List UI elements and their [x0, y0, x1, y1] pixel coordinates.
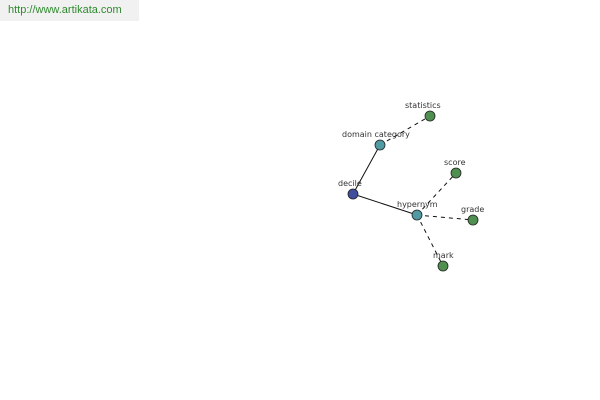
edge-domain-category-statistics: [379, 115, 431, 146]
node-decile[interactable]: [347, 188, 359, 200]
node-label-hypernym[interactable]: hypernym: [397, 200, 438, 209]
node-mark[interactable]: [437, 260, 449, 272]
nodes-layer: [347, 110, 479, 272]
node-label-score[interactable]: score: [444, 158, 466, 167]
edge-hypernym-score: [416, 172, 457, 216]
site-url-banner[interactable]: http://www.artikata.com: [0, 0, 139, 21]
edge-hypernym-grade: [416, 214, 474, 221]
node-label-decile[interactable]: decile: [338, 179, 362, 188]
node-label-mark[interactable]: mark: [433, 251, 454, 260]
node-label-domain-category[interactable]: domain category: [342, 130, 410, 139]
node-score[interactable]: [450, 167, 462, 179]
edges-layer: [352, 115, 474, 267]
node-hypernym[interactable]: [411, 209, 423, 221]
node-label-grade[interactable]: grade: [461, 205, 484, 214]
edge-decile-hypernym: [352, 193, 418, 216]
node-domain-category[interactable]: [374, 139, 386, 151]
node-grade[interactable]: [467, 214, 479, 226]
edge-decile-domain-category: [352, 144, 381, 195]
node-statistics[interactable]: [424, 110, 436, 122]
node-label-statistics[interactable]: statistics: [405, 101, 441, 110]
edge-hypernym-mark: [416, 214, 444, 267]
labels-layer: decile domain category hypernym statistics s…: [338, 101, 484, 260]
